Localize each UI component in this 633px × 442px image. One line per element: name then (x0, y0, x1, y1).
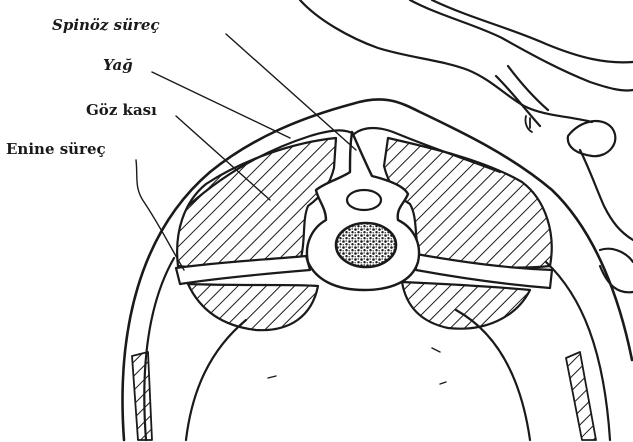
vertebral-core (336, 223, 396, 267)
right-rib-section (566, 352, 596, 440)
left-body-wall-inner (186, 320, 246, 440)
label-eye-muscle: Göz kası (86, 103, 157, 118)
label-fat: Yağ (103, 58, 133, 73)
leader-spinous-process (226, 34, 356, 150)
leader-fat (152, 72, 290, 138)
label-spinous-process: Spinöz süreç (52, 18, 160, 33)
spinal-canal (347, 190, 381, 210)
left-lower-muscle (188, 284, 318, 330)
left-rib-section (132, 352, 152, 440)
right-lower-muscle (402, 282, 530, 329)
label-transverse-process: Enine süreç (6, 142, 106, 157)
minor-strokes (268, 348, 446, 384)
